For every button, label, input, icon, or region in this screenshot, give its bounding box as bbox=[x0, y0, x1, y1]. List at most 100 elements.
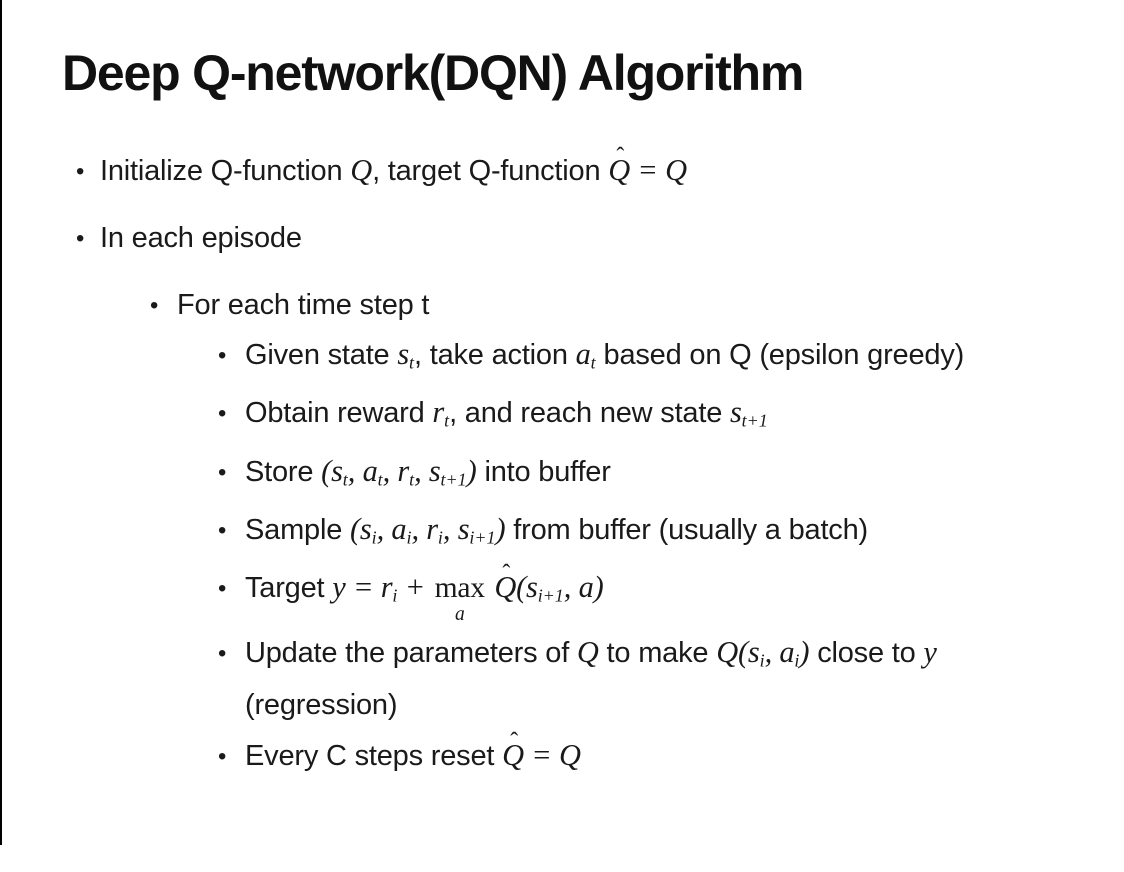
hat-accent: ˆ bbox=[616, 143, 625, 170]
text-run: based on Q (epsilon greedy) bbox=[595, 339, 965, 371]
slide-title: Deep Q-network(DQN) Algorithm bbox=[62, 45, 804, 101]
hat-accent: ˆ bbox=[510, 728, 518, 755]
list-item-text: Given state st, take action at based on … bbox=[245, 333, 964, 385]
list-item: • In each episode bbox=[76, 216, 1094, 261]
bullet-marker: • bbox=[218, 458, 227, 486]
text-run: Initialize Q-function bbox=[100, 155, 351, 187]
math-run: Q bbox=[608, 153, 631, 187]
math-run: y bbox=[923, 634, 937, 669]
math-run: + bbox=[397, 570, 433, 605]
text-run: Sample bbox=[245, 513, 350, 546]
math-subscript-run: t+1 bbox=[440, 468, 467, 489]
bullet-marker: • bbox=[218, 516, 227, 544]
list-item: • Update the parameters of Q to make Q(si… bbox=[218, 631, 1094, 728]
text-run: Given state bbox=[245, 339, 398, 371]
math-run: , s bbox=[442, 511, 470, 546]
list-item: •Initialize Q-function Q, target Q-funct… bbox=[76, 144, 1094, 194]
list-item-text: Update the parameters of Q to make Q(si,… bbox=[245, 631, 1085, 728]
math-run: Q bbox=[494, 570, 517, 605]
text-run: (regression) bbox=[245, 689, 398, 722]
list-item-text: Store (st, at, rt, st+1) into buffer bbox=[245, 450, 611, 502]
bullet-marker: • bbox=[218, 342, 227, 369]
math-subscript-run: t bbox=[444, 410, 450, 431]
math-run: , s bbox=[414, 453, 441, 488]
math-run: (s bbox=[350, 511, 372, 546]
math-subscript-run: t bbox=[377, 468, 383, 489]
math-subscript-run: i bbox=[759, 650, 765, 671]
math-run: , r bbox=[382, 453, 410, 488]
math-run: Q bbox=[576, 634, 599, 669]
math-subscript-run: t bbox=[342, 468, 348, 489]
math-subscript-run: i bbox=[406, 527, 412, 548]
math-run: , a) bbox=[563, 570, 604, 605]
math-run: , a bbox=[764, 634, 795, 669]
text-run: Store bbox=[245, 455, 322, 488]
text-run: , target Q-function bbox=[372, 155, 609, 187]
math-under-run: a bbox=[454, 604, 465, 626]
text-run: In each episode bbox=[100, 222, 302, 254]
text-run: Every C steps reset bbox=[245, 740, 503, 773]
bullet-marker: • bbox=[218, 575, 227, 603]
math-subscript-run: i bbox=[437, 527, 443, 548]
math-subscript-run: t+1 bbox=[741, 410, 768, 431]
math-run: Q bbox=[502, 738, 524, 773]
text-run: into buffer bbox=[476, 455, 611, 488]
math-subscript-run: i+1 bbox=[469, 527, 496, 548]
list-item-text: In each episode bbox=[100, 216, 302, 261]
math-subscript-run: i bbox=[371, 527, 377, 548]
text-run: close to bbox=[809, 636, 924, 669]
bullet-marker: • bbox=[218, 400, 227, 428]
math-run: a bbox=[575, 337, 591, 371]
bullet-marker: • bbox=[150, 292, 159, 319]
math-run: ) bbox=[466, 453, 477, 488]
math-subscript-run: t bbox=[409, 468, 415, 489]
bullet-marker: • bbox=[218, 639, 227, 667]
text-run: Obtain reward bbox=[245, 397, 433, 430]
list-item: • Obtain reward rt, and reach new state s… bbox=[218, 391, 1094, 443]
text-run: Target bbox=[245, 572, 333, 605]
list-item: •Given state st, take action at based on… bbox=[218, 333, 1094, 385]
list-item: • For each time step t bbox=[150, 283, 1094, 328]
math-run: = Q bbox=[523, 738, 581, 773]
math-run: Q bbox=[350, 153, 373, 187]
text-run: , and reach new state bbox=[449, 397, 731, 430]
text-run: from buffer (usually a batch) bbox=[505, 513, 868, 546]
list-item-text: For each time step t bbox=[177, 283, 429, 328]
math-run: y = r bbox=[332, 570, 393, 605]
math-run: , a bbox=[347, 453, 378, 488]
bullet-list: •Initialize Q-function Q, target Q-funct… bbox=[62, 144, 1094, 779]
math-run: (s bbox=[516, 570, 538, 605]
math-run: ) bbox=[495, 511, 506, 546]
text-run: , take action bbox=[414, 339, 576, 371]
math-operator: max bbox=[434, 572, 486, 605]
text-run: For each time step t bbox=[177, 289, 430, 321]
math-run: Q(s bbox=[716, 634, 760, 669]
math-run: = Q bbox=[630, 153, 687, 187]
list-item-text: Initialize Q-function Q, target Q-functi… bbox=[100, 144, 687, 194]
text-run: Update the parameters of bbox=[245, 636, 577, 669]
math-run: , a bbox=[376, 511, 407, 546]
list-item-text: Sample (si, ai, ri, si+1) from buffer (u… bbox=[245, 508, 868, 560]
math-run: s bbox=[730, 395, 742, 430]
math-run bbox=[487, 570, 494, 604]
list-item: • Sample (si, ai, ri, si+1) from buffer (… bbox=[218, 508, 1094, 560]
list-item-text: Obtain reward rt, and reach new state st… bbox=[245, 391, 768, 443]
math-subscript-run: i bbox=[794, 650, 800, 671]
math-subscript-run: t bbox=[590, 352, 596, 373]
math-run: r bbox=[432, 395, 445, 430]
bullet-marker: • bbox=[218, 743, 227, 771]
math-run: (s bbox=[321, 453, 343, 488]
math-subscript-run: t bbox=[409, 352, 414, 373]
math-subscript-run: i bbox=[392, 585, 398, 606]
bullet-marker: • bbox=[76, 225, 85, 252]
math-run: s bbox=[397, 337, 409, 371]
math-subscript-run: i+1 bbox=[537, 585, 564, 606]
